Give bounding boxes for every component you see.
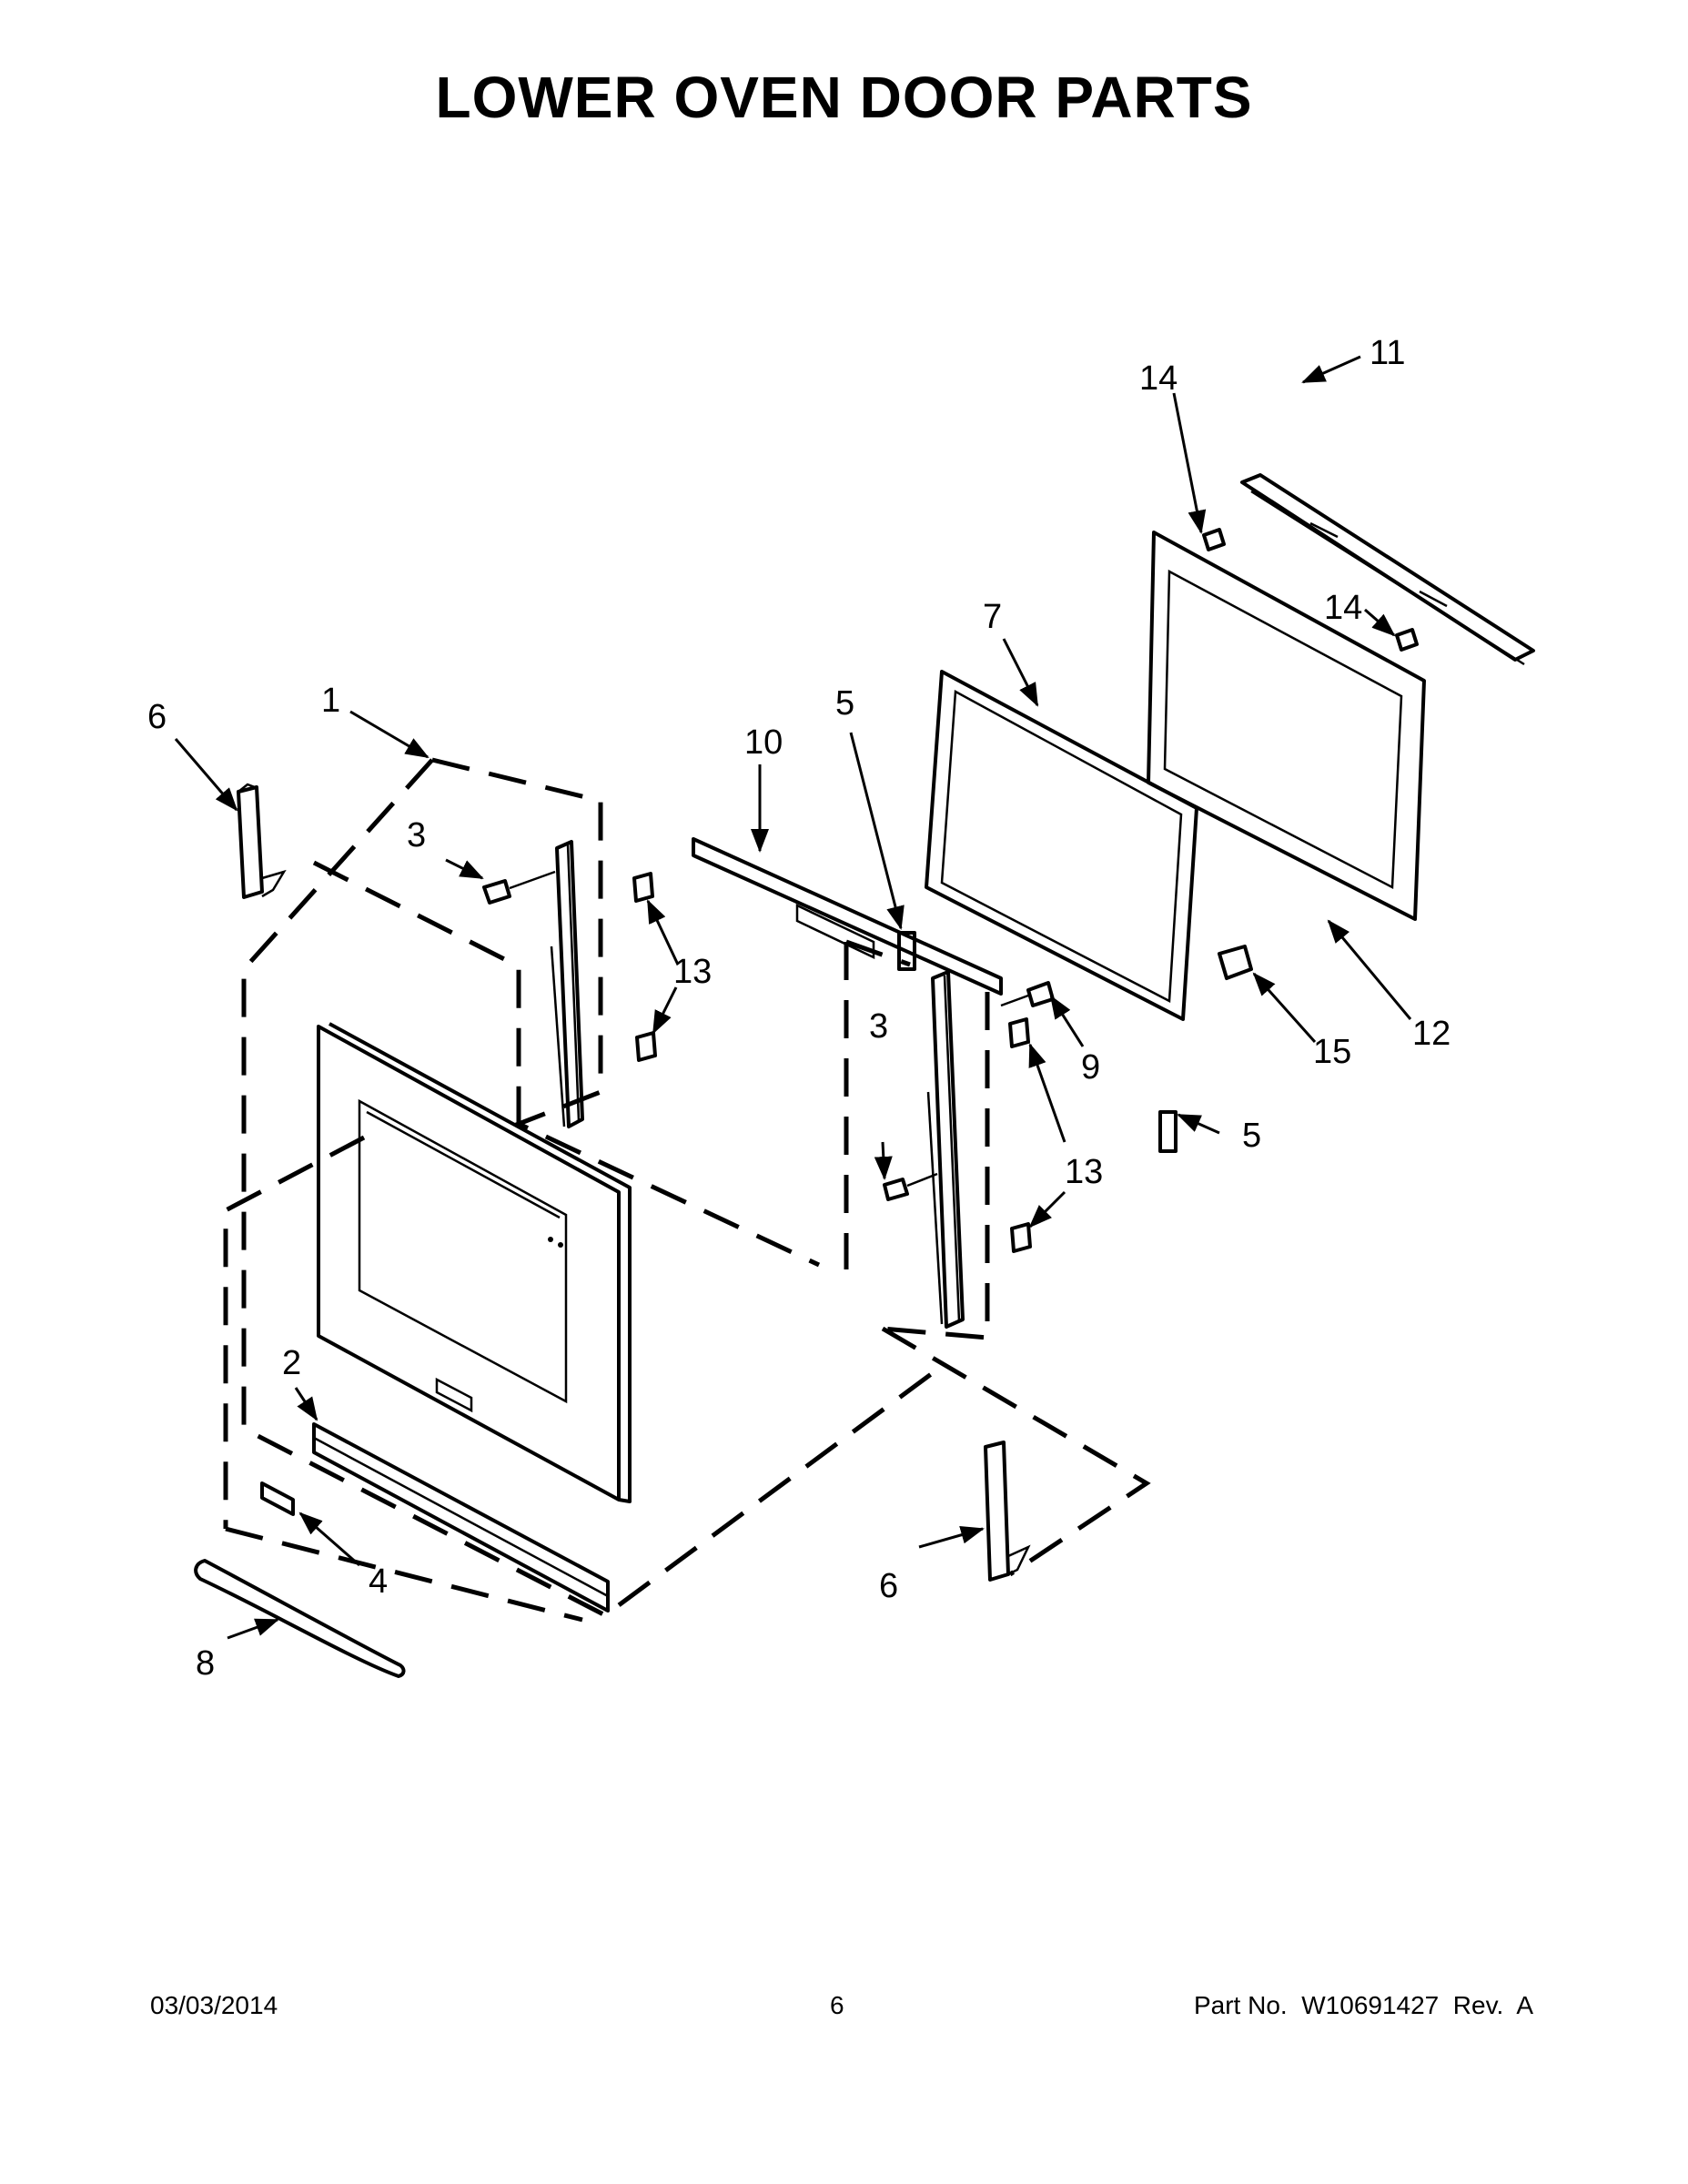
callout-1: 1 xyxy=(321,682,340,720)
callout-10: 10 xyxy=(744,723,783,762)
callout-14-upper: 14 xyxy=(1139,359,1178,398)
callout-5-lower: 5 xyxy=(1242,1117,1261,1155)
callout-9: 9 xyxy=(1081,1048,1100,1087)
callout-4: 4 xyxy=(369,1562,388,1601)
callout-14-lower: 14 xyxy=(1324,589,1362,627)
insulation-strip-lower xyxy=(1158,1110,1178,1153)
clip-upper-left xyxy=(632,872,654,903)
right-hinge-channel xyxy=(926,970,965,1329)
clip-lower-right xyxy=(1010,1222,1032,1253)
callout-11: 11 xyxy=(1370,334,1405,372)
hinge-left xyxy=(237,783,287,899)
left-hinge-channel xyxy=(550,840,584,1128)
badge xyxy=(260,1481,295,1516)
clip-lower-left xyxy=(635,1031,657,1062)
screw-9 xyxy=(1000,981,1055,1007)
footer-page-number: 6 xyxy=(830,1991,844,2019)
insulation-strip-upper xyxy=(897,931,916,971)
glass-pack xyxy=(1147,531,1426,921)
footer-part-number: Part No. W10691427 Rev. A xyxy=(1193,1991,1533,2019)
screw-right xyxy=(883,1172,938,1201)
pad-lower xyxy=(1395,628,1419,652)
callout-labels: 1 2 3 3 4 5 5 6 6 7 8 9 10 11 12 13 13 1… xyxy=(147,334,1450,1683)
bottom-trim xyxy=(312,1422,610,1613)
page-title: LOWER OVEN DOOR PARTS xyxy=(435,65,1253,130)
callout-3-left: 3 xyxy=(407,816,426,854)
callout-12: 12 xyxy=(1412,1015,1450,1053)
callout-leaders xyxy=(174,355,1412,1640)
pad-upper xyxy=(1202,528,1226,551)
door-handle xyxy=(194,1559,406,1678)
callout-6-left: 6 xyxy=(147,698,167,736)
latch-block xyxy=(1218,945,1253,980)
clip-upper-right xyxy=(1008,1017,1030,1048)
callout-8: 8 xyxy=(196,1644,215,1683)
callout-13-right: 13 xyxy=(1065,1153,1103,1191)
callout-13-left: 13 xyxy=(673,953,712,991)
callout-15: 15 xyxy=(1313,1033,1351,1071)
callout-3-right: 3 xyxy=(869,1007,888,1046)
footer-date: 03/03/2014 xyxy=(150,1991,278,2019)
callout-5-upper: 5 xyxy=(835,684,854,723)
callout-2: 2 xyxy=(282,1344,301,1382)
callout-7: 7 xyxy=(983,598,1002,636)
outer-door-panel xyxy=(317,1022,632,1503)
top-vent xyxy=(1240,473,1535,666)
callout-6-right: 6 xyxy=(879,1567,898,1605)
screw-left xyxy=(482,870,556,905)
hinge-right xyxy=(984,1441,1031,1582)
assembly-dashed-outline xyxy=(223,757,1151,1623)
inner-door-frame xyxy=(925,670,1198,1021)
